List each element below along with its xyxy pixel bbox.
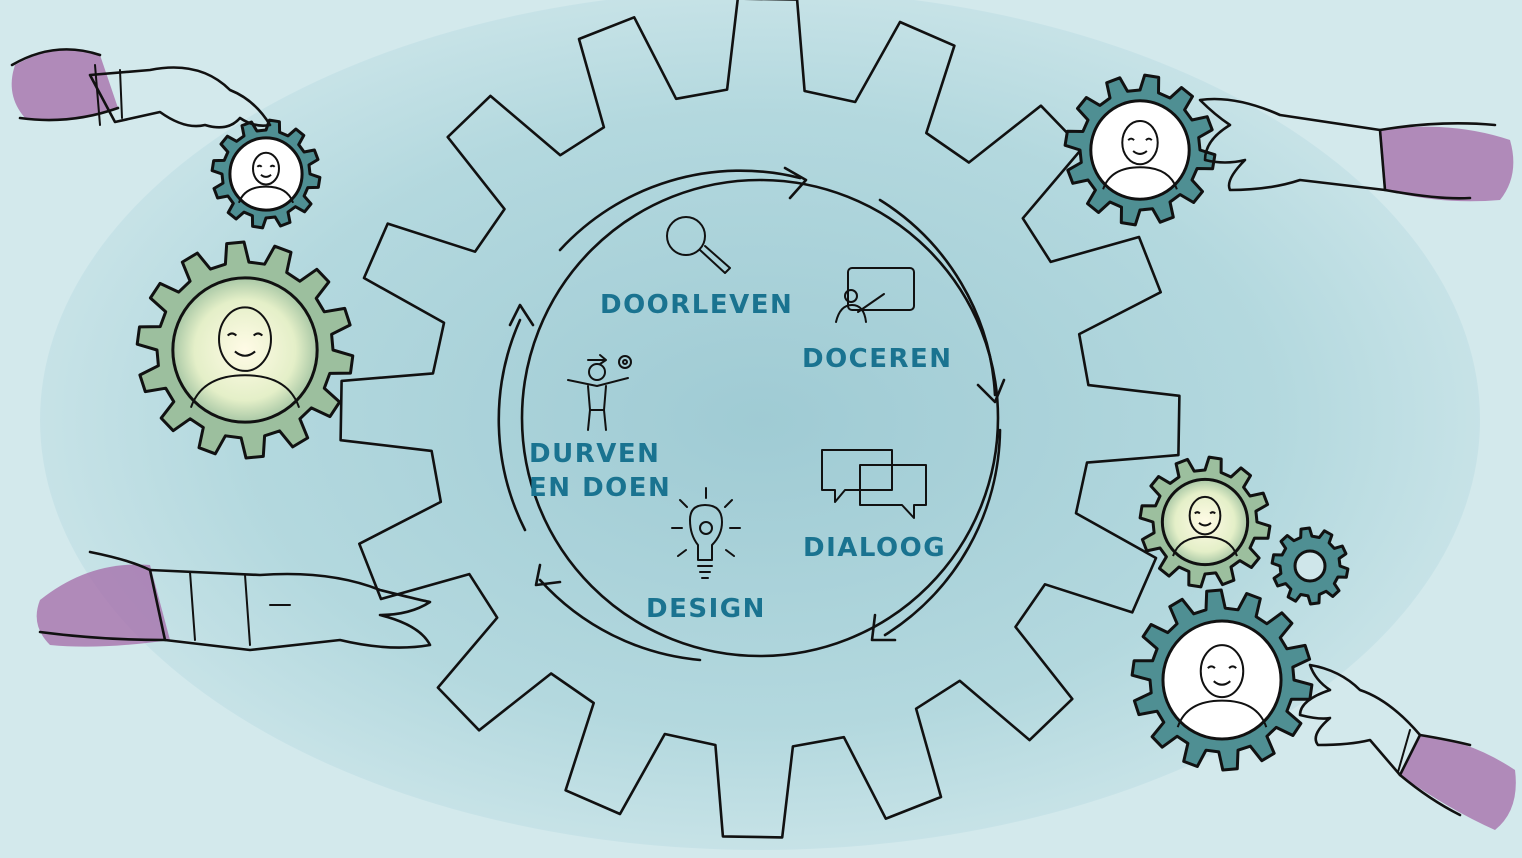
small-gears [135, 73, 1350, 772]
gear-portrait-woman-small [210, 118, 322, 230]
portrait-circle [1160, 477, 1250, 567]
gear-portrait-man [1063, 73, 1217, 227]
label-durven-line1: DURVEN [529, 439, 660, 469]
gear-portrait-curly [1130, 588, 1314, 772]
portrait-circle [1089, 99, 1191, 201]
hand-bottom-right [1298, 663, 1516, 830]
label-dialoog: DIALOOG [803, 533, 946, 563]
watercolor-wash [40, 0, 1480, 850]
person-portrait-icon [237, 151, 295, 204]
label-durven-line2: EN DOEN [529, 473, 671, 503]
hand-top-left [10, 48, 272, 129]
hand-bottom-left [36, 550, 432, 652]
gear-portrait-woman-right [1138, 455, 1272, 589]
cycle-arrows [497, 166, 1006, 662]
portrait-circle [171, 276, 319, 424]
label-design: DESIGN [646, 594, 766, 624]
gear-portrait-woman-large [135, 240, 355, 460]
lightbulb-gear-icon [671, 487, 741, 579]
label-doceren: DOCEREN [802, 344, 953, 374]
magnifier-icon [666, 216, 731, 274]
gear-plain [1270, 526, 1350, 606]
presentation-icon [835, 267, 915, 323]
person-portrait-icon [189, 306, 301, 409]
inner-circle [520, 178, 1000, 658]
person-juggling-icon [567, 354, 632, 431]
main-gear [339, 0, 1181, 839]
person-portrait-icon [1176, 644, 1268, 728]
hand-top-right [1198, 97, 1514, 202]
person-portrait-icon [1102, 119, 1178, 190]
label-doorleven: DOORLEVEN [600, 290, 793, 320]
portrait-circle [1161, 619, 1283, 741]
person-portrait-icon [1172, 495, 1238, 557]
gear-hole [1293, 549, 1327, 583]
speech-bubbles-icon [821, 449, 927, 519]
